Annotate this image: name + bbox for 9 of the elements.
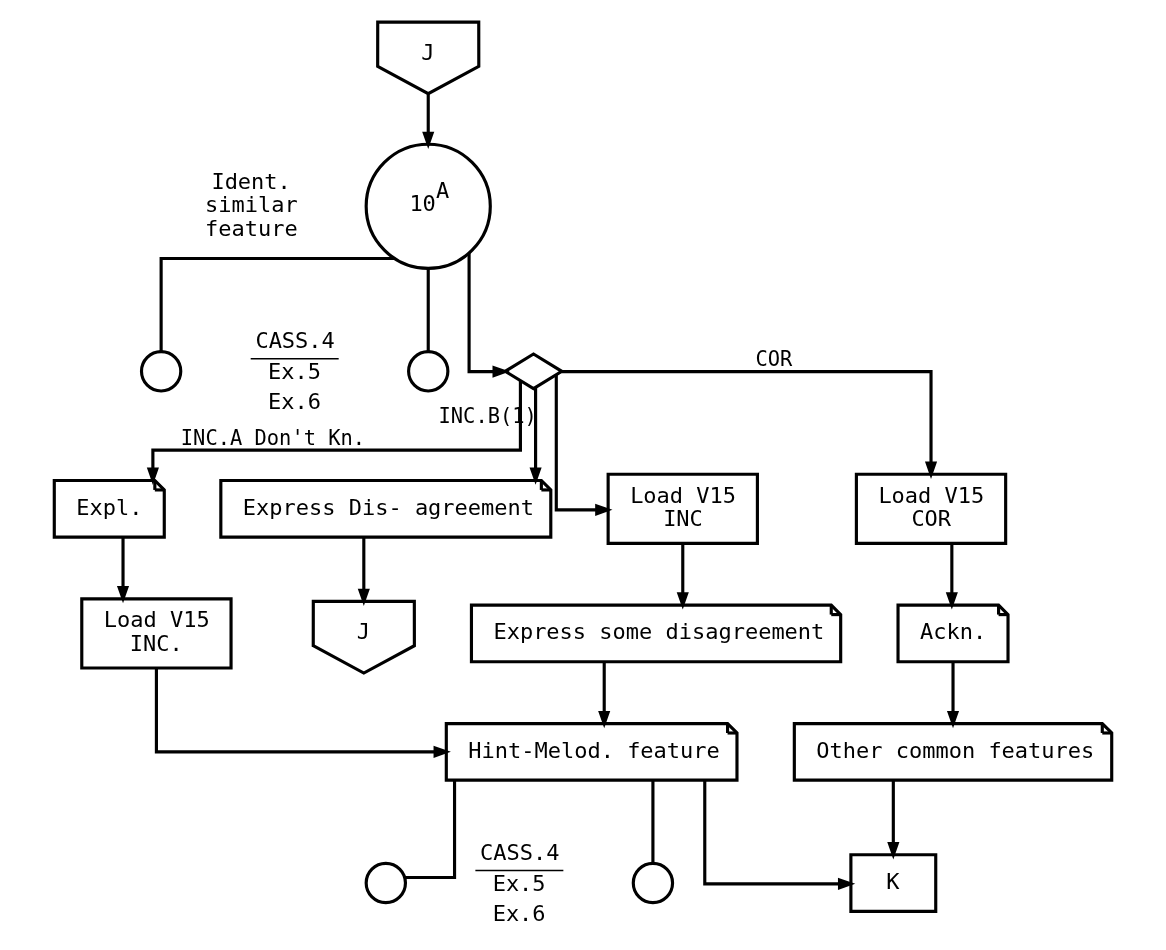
label: Ex.5 (267, 359, 321, 385)
label: Ex.6 (492, 901, 546, 927)
node-label: Ident. similar feature (205, 168, 298, 241)
label: CASS.4 (255, 328, 335, 354)
label: Ex.6 (267, 389, 321, 415)
label: Ex.5 (492, 871, 546, 897)
edge-label: COR (755, 346, 793, 371)
label: CASS.4 (480, 839, 560, 865)
edge-label: INC.A Don't Kn. (180, 425, 366, 450)
